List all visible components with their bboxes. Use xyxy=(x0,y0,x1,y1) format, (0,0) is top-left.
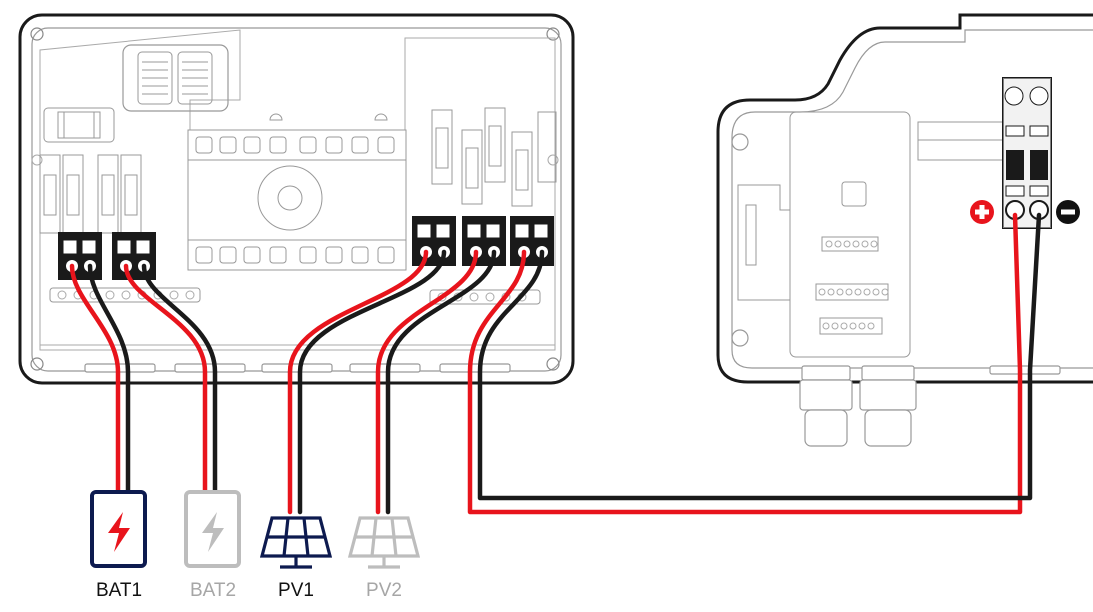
plus-icon xyxy=(970,200,994,224)
bat2-terminal xyxy=(112,232,156,280)
wires xyxy=(69,212,1042,515)
pv1-solar-panel-icon xyxy=(259,516,333,569)
pv2-terminal xyxy=(462,216,506,266)
pv-fuses xyxy=(431,107,557,207)
output-terminal xyxy=(510,216,554,266)
inverter xyxy=(716,13,1093,447)
bat-fuses xyxy=(39,154,142,234)
pv2-solar-panel-icon xyxy=(347,516,421,569)
bat1-terminal xyxy=(58,232,102,280)
bat2-battery-icon xyxy=(184,490,241,568)
inverter-dc-terminal xyxy=(1002,77,1052,229)
bat1-label: BAT1 xyxy=(95,580,143,601)
isolator-switch xyxy=(187,113,407,271)
pv2-label: PV2 xyxy=(366,580,402,601)
pv1-label: PV1 xyxy=(278,580,314,601)
bat2-label: BAT2 xyxy=(189,580,237,601)
minus-icon xyxy=(1056,200,1080,224)
pv1-terminal xyxy=(412,216,456,266)
bat1-battery-icon xyxy=(90,490,147,568)
